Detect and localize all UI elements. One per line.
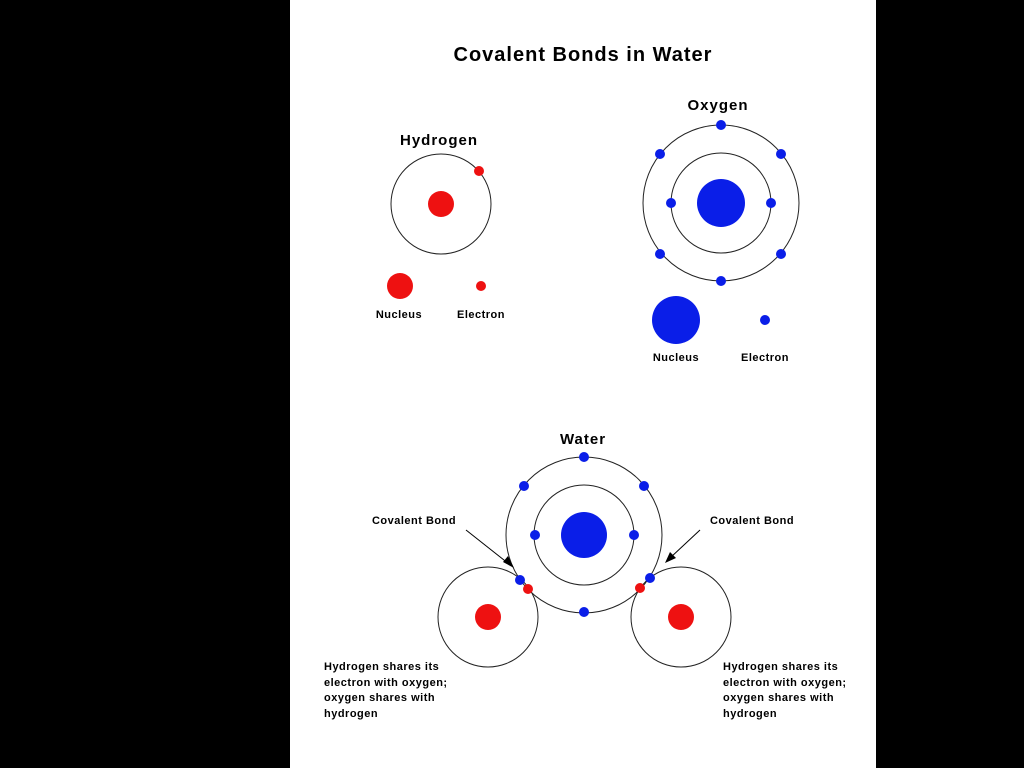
oxygen-electron: [655, 149, 665, 159]
water-oxygen-electron: [639, 481, 649, 491]
oxygen-legend-nucleus-label: Nucleus: [653, 352, 699, 364]
note-right-line: Hydrogen shares its: [723, 661, 838, 673]
oxygen-heading: Oxygen: [687, 97, 748, 114]
note-left-line: Hydrogen shares its: [324, 661, 439, 673]
hydrogen-legend: Nucleus Electron: [376, 273, 505, 321]
hydrogen-electron: [474, 166, 484, 176]
note-left-line: electron with oxygen;: [324, 677, 448, 689]
water-hydrogen-left-nucleus: [475, 604, 501, 630]
oxygen-electron: [766, 198, 776, 208]
water-oxygen-nucleus: [561, 512, 607, 558]
covalent-bond-arrow-right: [669, 529, 701, 559]
oxygen-electron: [655, 249, 665, 259]
water-oxygen-electron: [579, 452, 589, 462]
hydrogen-heading: Hydrogen: [400, 132, 478, 149]
water-note-left: Hydrogen shares its electron with oxygen…: [324, 661, 448, 720]
note-right-line: hydrogen: [723, 708, 777, 720]
hydrogen-legend-nucleus-swatch: [387, 273, 413, 299]
covalent-bond-label-right: Covalent Bond: [710, 515, 794, 527]
oxygen-electron: [776, 249, 786, 259]
water-oxygen-bonding-electron-right: [645, 573, 655, 583]
water-hydrogen-right-shell: [630, 566, 732, 668]
arrowhead-right-icon: [665, 552, 676, 563]
note-right-line: oxygen shares with: [723, 692, 834, 704]
water-note-right: Hydrogen shares its electron with oxygen…: [723, 661, 847, 720]
oxygen-atom: Oxygen: [642, 97, 800, 286]
note-right-line: electron with oxygen;: [723, 677, 847, 689]
oxygen-legend-electron-label: Electron: [741, 352, 789, 364]
water-oxygen-electron: [519, 481, 529, 491]
water-oxygen-bonding-electron-left: [515, 575, 525, 585]
note-left-line: oxygen shares with: [324, 692, 435, 704]
oxygen-legend-electron-swatch: [760, 315, 770, 325]
covalent-bonds-diagram: Covalent Bonds in Water Hydrogen Nucleus…: [324, 44, 847, 720]
hydrogen-legend-nucleus-label: Nucleus: [376, 309, 422, 321]
water-oxygen-electron: [629, 530, 639, 540]
oxygen-electron: [716, 120, 726, 130]
oxygen-legend: Nucleus Electron: [652, 296, 789, 364]
water-hydrogen-left-electron: [523, 584, 533, 594]
covalent-bond-arrow-left: [465, 529, 510, 565]
oxygen-electron: [776, 149, 786, 159]
water-oxygen-electron: [579, 607, 589, 617]
water-heading: Water: [560, 431, 606, 448]
hydrogen-shell: [390, 153, 492, 255]
oxygen-electron: [666, 198, 676, 208]
water-oxygen-electron: [530, 530, 540, 540]
diagram-slide: Covalent Bonds in Water Hydrogen Nucleus…: [290, 0, 876, 768]
water-molecule: Water Covalent Bond Covalent Bond: [372, 431, 794, 668]
oxygen-electron: [716, 276, 726, 286]
water-hydrogen-right-nucleus: [668, 604, 694, 630]
arrowhead-left-icon: [503, 556, 514, 568]
hydrogen-legend-electron-swatch: [476, 281, 486, 291]
water-hydrogen-right-electron: [635, 583, 645, 593]
hydrogen-legend-electron-label: Electron: [457, 309, 505, 321]
covalent-bond-label-left: Covalent Bond: [372, 515, 456, 527]
note-left-line: hydrogen: [324, 708, 378, 720]
oxygen-legend-nucleus-swatch: [652, 296, 700, 344]
hydrogen-atom: Hydrogen: [390, 132, 492, 255]
water-hydrogen-left-shell: [437, 566, 539, 668]
diagram-title: Covalent Bonds in Water: [454, 44, 713, 66]
hydrogen-nucleus: [428, 191, 454, 217]
oxygen-nucleus: [697, 179, 745, 227]
